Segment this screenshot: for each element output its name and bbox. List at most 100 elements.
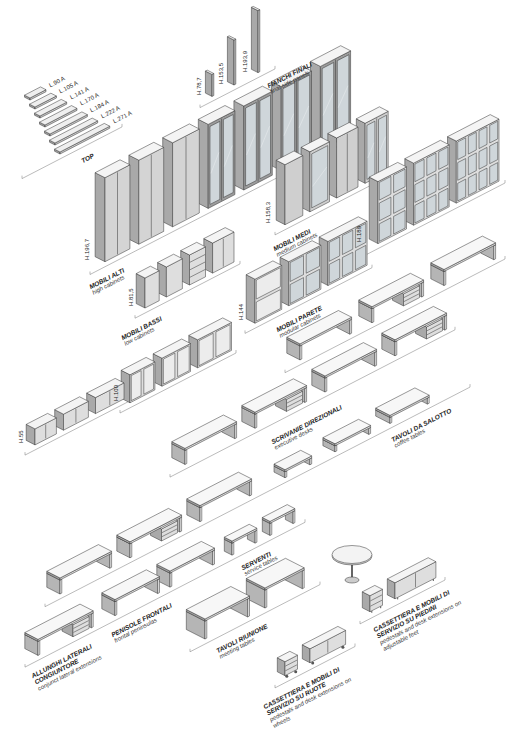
grid-cell <box>306 269 319 295</box>
side-face <box>369 177 378 244</box>
front-face <box>285 156 303 225</box>
grid-cell <box>178 346 190 377</box>
bracket-end <box>505 180 506 183</box>
grid-cell <box>329 259 339 283</box>
side-face <box>251 7 258 72</box>
front-face <box>244 91 272 190</box>
top-face <box>328 123 358 139</box>
top-face <box>95 160 130 178</box>
top-face <box>172 415 237 448</box>
side-face <box>311 61 321 150</box>
bracket-end <box>190 649 191 652</box>
bracket-end <box>170 474 171 477</box>
bracket-end <box>200 105 201 108</box>
row-bracket <box>25 522 305 667</box>
bracket-end <box>320 582 321 585</box>
dimension-label: H.81,5 <box>128 288 135 306</box>
grid-cell <box>439 188 448 211</box>
door-line <box>151 155 152 237</box>
side-face <box>136 274 145 308</box>
glass-reflection <box>338 86 348 108</box>
front-face <box>91 613 93 628</box>
top-face <box>242 379 307 412</box>
dimension-label: H.189 <box>356 226 363 242</box>
front-face <box>337 127 358 198</box>
drawer-line <box>190 255 205 263</box>
door-line <box>186 137 187 219</box>
side-face <box>227 37 234 85</box>
front-face <box>232 542 234 555</box>
front-face <box>255 530 257 543</box>
category-label: TOP <box>80 144 110 164</box>
grid-cell <box>479 147 487 169</box>
front-face <box>212 74 214 97</box>
drawer-line <box>427 327 442 335</box>
bracket-end <box>236 350 237 353</box>
front-face <box>255 413 257 428</box>
glass-reflection <box>313 167 327 186</box>
door-line <box>327 641 328 653</box>
side-face <box>198 119 208 208</box>
dimension-label: H.144 <box>238 304 245 320</box>
door-line <box>109 391 110 405</box>
front-face <box>130 543 132 558</box>
top-face <box>157 541 215 571</box>
top-face <box>312 343 377 376</box>
grid-cell <box>329 237 339 261</box>
front-face <box>375 351 377 366</box>
drawer-line <box>285 665 297 671</box>
front-face <box>38 640 40 655</box>
front-face <box>60 579 62 594</box>
grid-cell <box>256 268 280 299</box>
bracket-end <box>360 621 361 624</box>
front-face <box>173 129 200 227</box>
top-face <box>55 397 89 414</box>
bracket-end <box>240 261 241 264</box>
grid-cell <box>427 174 436 196</box>
grid-cell <box>379 176 391 200</box>
door-line <box>415 573 416 587</box>
front-face <box>305 388 307 403</box>
front-face <box>158 579 160 594</box>
top-face <box>136 266 159 278</box>
front-face <box>250 481 252 496</box>
grid-cell <box>379 197 391 221</box>
side-face <box>163 138 173 227</box>
caption-group: CASSETTIERA E MOBILI DI SERVIZIO SU PIED… <box>372 584 470 653</box>
top-face <box>382 306 447 339</box>
dimension-label: H.78,7 <box>196 77 203 95</box>
wheel <box>341 646 344 649</box>
front-face <box>258 10 260 73</box>
grid-cell <box>468 132 476 154</box>
front-face <box>60 126 110 154</box>
front-face <box>185 450 187 465</box>
grid-cell <box>199 333 213 365</box>
front-face <box>350 319 352 334</box>
top-face <box>25 87 47 98</box>
front-face <box>208 111 235 209</box>
bracket-end <box>275 232 276 235</box>
grid-cell <box>415 159 424 181</box>
glass-reflection <box>247 134 256 155</box>
grid-cell <box>458 138 466 160</box>
top-face <box>359 273 424 306</box>
front-face <box>170 572 172 587</box>
row-bracket <box>45 387 470 607</box>
front-face <box>302 570 304 589</box>
top-face <box>158 254 183 267</box>
door-line <box>75 409 76 423</box>
grid-cell <box>216 325 230 357</box>
bracket-end <box>455 327 456 330</box>
grid-cell <box>415 201 424 223</box>
top-face <box>302 626 345 648</box>
door-line <box>223 239 224 267</box>
top-face <box>276 151 303 165</box>
front-face <box>395 341 397 356</box>
bracket-end <box>470 384 471 387</box>
door-line <box>347 134 348 192</box>
door-line <box>117 172 118 254</box>
glass-panel <box>246 103 257 187</box>
glass-reflection <box>211 152 219 173</box>
grid-cell <box>415 180 424 203</box>
front-face <box>200 507 202 522</box>
